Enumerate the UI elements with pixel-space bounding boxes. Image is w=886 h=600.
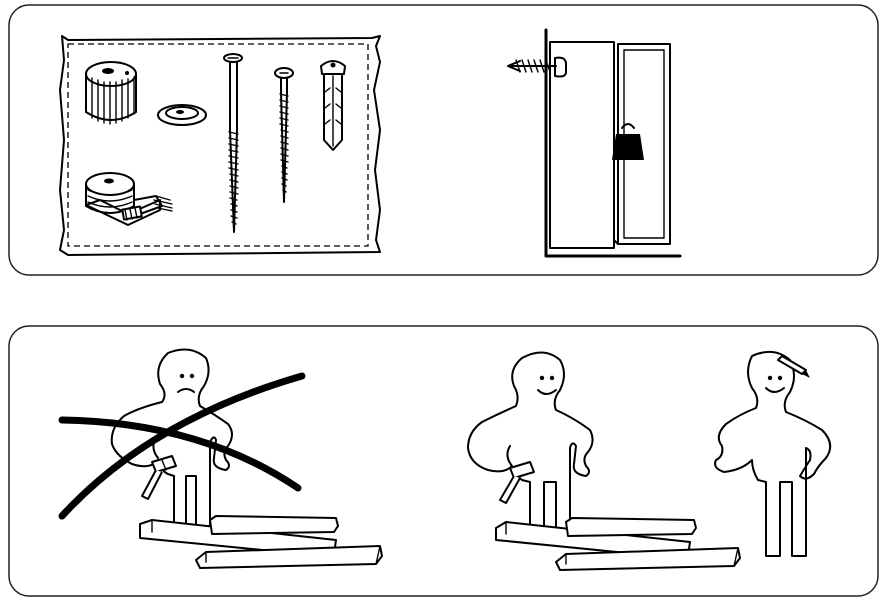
cross-out-mark — [58, 372, 306, 520]
boards-pile-icon — [139, 515, 383, 569]
long-screw-icon — [223, 53, 243, 233]
hardware-panel — [8, 4, 879, 276]
one-person-assembly-crossed-icon — [58, 348, 383, 569]
hammer-icon — [141, 455, 177, 500]
hardware-package-icon — [59, 35, 381, 256]
happy-person-icon — [467, 351, 594, 533]
hammer-icon-right — [499, 461, 535, 504]
washer-icon — [157, 104, 207, 126]
wall-plug-icon — [320, 60, 346, 151]
short-screw-icon — [274, 67, 294, 203]
boards-pile-icon-right — [495, 517, 741, 571]
weight-icon — [612, 123, 644, 160]
pencil-person-icon — [714, 350, 832, 557]
wall-anchor-icon — [507, 28, 682, 258]
leveler-foot-icon — [85, 61, 137, 125]
bracket-foot-icon — [85, 172, 173, 226]
two-person-assembly-icon — [467, 350, 832, 571]
sad-person-icon — [110, 348, 233, 527]
